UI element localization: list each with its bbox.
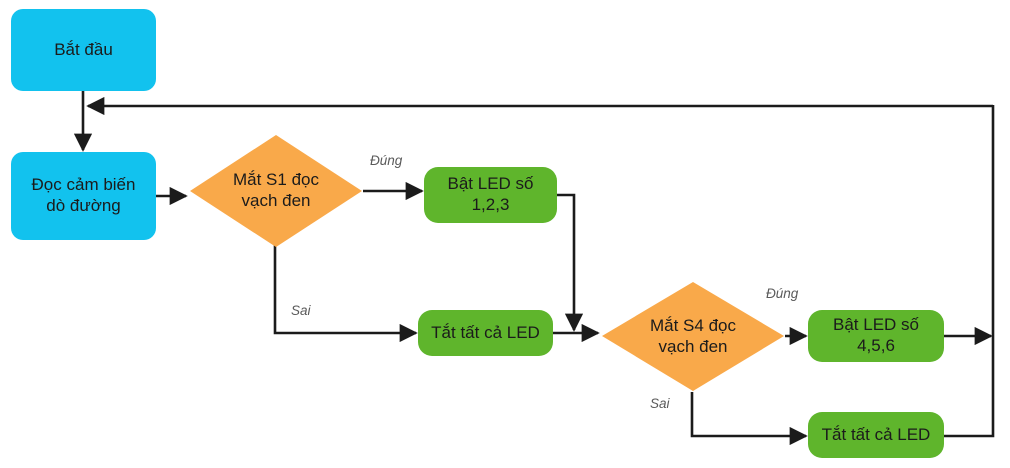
edge-led123-to-s4-join: [557, 193, 584, 332]
edge-s4-false-to-ledoff2: [690, 392, 808, 446]
diamond-shape-s4: [602, 282, 784, 391]
node-start[interactable]: Bắt đầu: [11, 9, 156, 91]
node-read-sensor-label: Đọc cảm biến dò đường: [31, 175, 136, 215]
node-led-off-1-label: Tắt tất cả LED: [431, 322, 540, 342]
edge-label-s1-false: Sai: [291, 303, 311, 318]
node-led-456[interactable]: Bật LED số 4,5,6: [808, 310, 944, 362]
node-decision-s4-label: Mắt S4 đọc vạch đen: [650, 315, 736, 356]
node-led-123-label: Bật LED số 1,2,3: [447, 174, 534, 214]
edge-ledoff2-to-rail: [944, 105, 995, 438]
node-led-123[interactable]: Bật LED số 1,2,3: [424, 167, 557, 223]
node-led-off-2-label: Tắt tất cả LED: [821, 424, 931, 444]
diamond-shape-s1: [190, 135, 362, 247]
node-decision-s1-label: Mắt S1 đọc vạch đen: [233, 170, 319, 210]
node-read-sensor[interactable]: Đọc cảm biến dò đường: [11, 152, 156, 240]
edge-label-s4-true: Đúng: [766, 286, 799, 301]
edge-label-s1-true: Đúng: [370, 153, 403, 168]
edge-label-s4-false: Sai: [650, 396, 670, 411]
node-led-456-label: Bật LED số 4,5,6: [833, 315, 919, 355]
node-decision-s4[interactable]: Mắt S4 đọc vạch đen: [600, 280, 786, 393]
node-start-label: Bắt đầu: [54, 39, 113, 59]
node-decision-s1[interactable]: Mắt S1 đọc vạch đen: [188, 133, 364, 249]
node-led-off-1[interactable]: Tắt tất cả LED: [418, 310, 553, 356]
edge-s1-false-to-ledoff1: [273, 243, 418, 343]
node-led-off-2[interactable]: Tắt tất cả LED: [808, 412, 944, 458]
